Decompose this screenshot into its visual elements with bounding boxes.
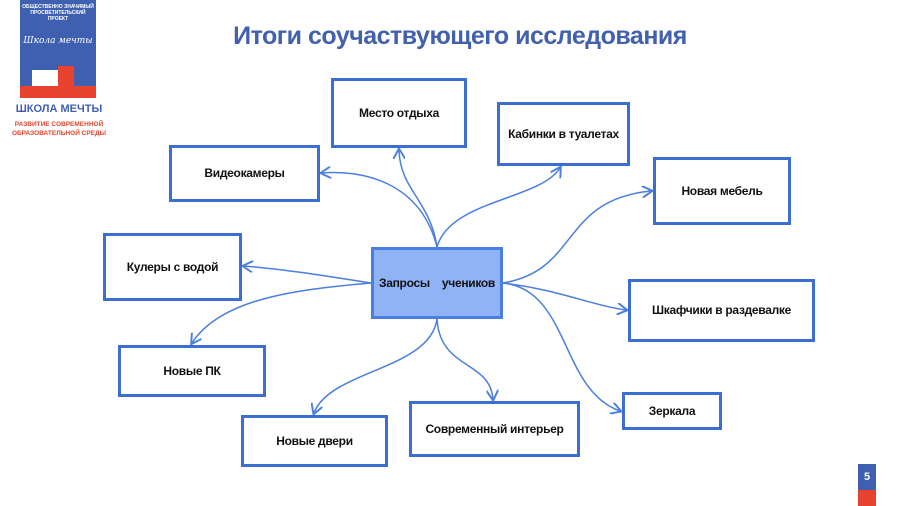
node-label: Кулеры с водой [126, 259, 219, 274]
arrow-to-toilet-cabins [436, 168, 560, 248]
node-label: Новая мебель [681, 183, 763, 198]
node-new-doors: Новые двери [241, 415, 388, 467]
node-label: Место отдыха [359, 105, 439, 120]
node-modern-interior: Современный интерьер [409, 401, 580, 457]
node-lockers: Шкафчики в раздевалке [628, 279, 815, 342]
logo-building-red [58, 66, 74, 86]
logo-script: Школа мечты [23, 36, 93, 46]
node-water-coolers: Кулеры с водой [103, 233, 242, 301]
arrow-to-mirrors [502, 282, 620, 411]
slide-title: Итоги соучаствующего исследования [233, 22, 687, 50]
arrow-to-new-doors [314, 318, 438, 413]
arrow-to-rest-area [399, 150, 438, 248]
node-label: Новые двери [276, 433, 353, 448]
node-cameras: Видеокамеры [169, 145, 320, 202]
logo-name: ШКОЛА МЕЧТЫ [15, 103, 103, 115]
node-rest-area: Место отдыха [331, 78, 467, 148]
logo-top-text: ОБЩЕСТВЕННО ЗНАЧИМЫЙ ПРОСВЕТИТЕЛЬСКИЙ ПР… [22, 4, 94, 22]
node-new-pcs: Новые ПК [118, 345, 266, 397]
node-label: Кабинки в туалетах [508, 126, 619, 141]
center-node-label: Запросы учеников [379, 275, 495, 290]
node-new-furniture: Новая мебель [653, 157, 791, 225]
arrow-to-new-pcs [192, 282, 372, 343]
node-label: Новые ПК [163, 363, 221, 378]
arrow-to-new-furniture [502, 191, 651, 284]
logo-building-white [32, 70, 58, 86]
arrow-to-modern-interior [436, 318, 493, 399]
arrow-to-cameras [322, 173, 438, 248]
node-label: Зеркала [648, 403, 696, 418]
arrow-to-lockers [502, 282, 626, 310]
logo-base-stripe [20, 86, 96, 98]
logo-subtitle: РАЗВИТИЕ СОВРЕМЕННОЙ ОБРАЗОВАТЕЛЬНОЙ СРЕ… [11, 121, 107, 137]
node-label: Шкафчики в раздевалке [651, 303, 791, 317]
page-number: 5 [858, 464, 876, 490]
logo: ОБЩЕСТВЕННО ЗНАЧИМЫЙ ПРОСВЕТИТЕЛЬСКИЙ ПР… [20, 0, 96, 98]
page-number-accent [858, 490, 876, 506]
center-node-student-requests: Запросы учеников [371, 247, 503, 319]
arrow-to-water-coolers [244, 266, 372, 284]
node-toilet-cabins: Кабинки в туалетах [497, 102, 630, 166]
node-label: Видеокамеры [204, 166, 285, 180]
node-label: Современный интерьер [425, 421, 564, 436]
node-mirrors: Зеркала [622, 392, 722, 430]
